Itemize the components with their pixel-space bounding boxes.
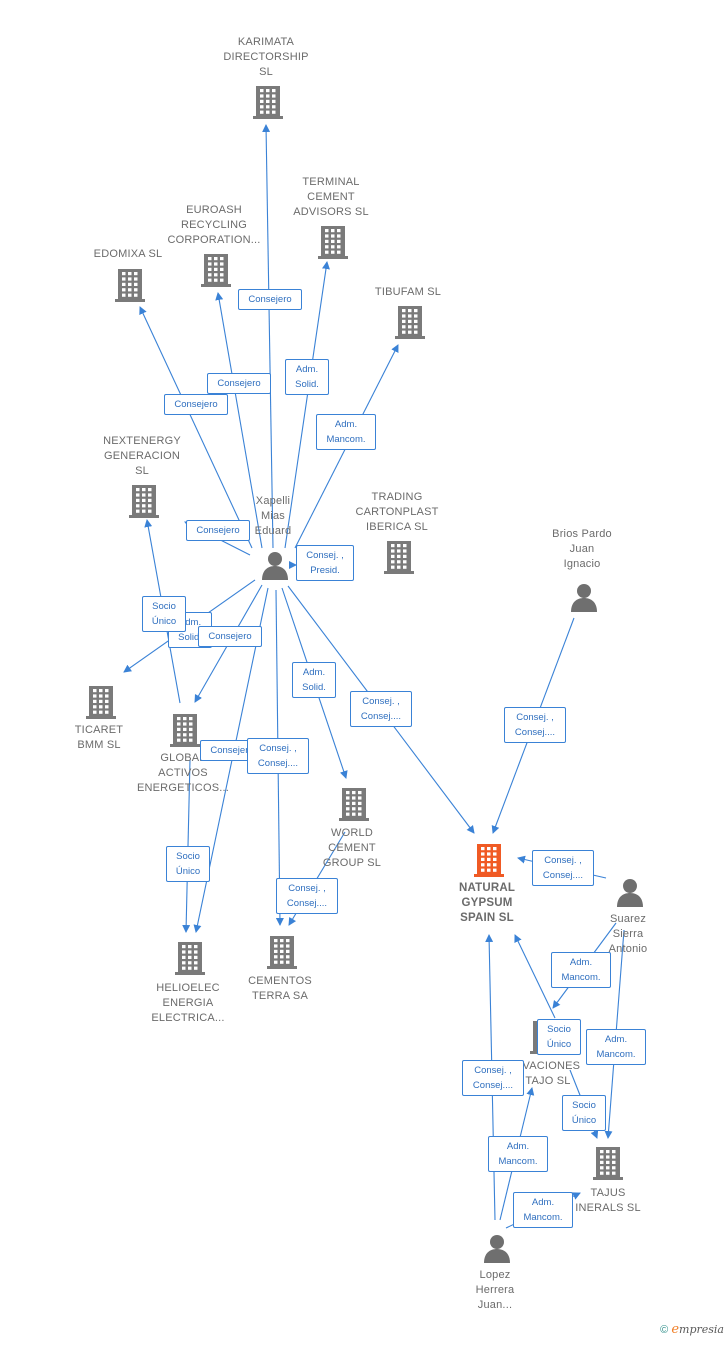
- person-icon-suarez[interactable]: [615, 877, 645, 912]
- node-label-suarez[interactable]: Suarez Sierra Antonio: [608, 913, 648, 955]
- edge-label-world-cementos[interactable]: Consej. , Consej....: [276, 878, 338, 914]
- edge-label-xapelli-karimata[interactable]: Consejero: [238, 289, 302, 310]
- building-icon-helioelec[interactable]: [175, 941, 205, 980]
- edge-xapelli-to-edomixa: [139, 306, 253, 549]
- edge-label-lopez-excavaciones[interactable]: Adm. Mancom.: [488, 1136, 548, 1172]
- brand-name: mpresia: [679, 1323, 724, 1336]
- copyright-symbol: ©: [660, 1324, 669, 1336]
- edge-xapelli-to-euroash: [215, 292, 263, 549]
- node-label-terminal[interactable]: TERMINAL CEMENT ADVISORS SL: [293, 176, 369, 218]
- person-icon-xapelli[interactable]: [260, 550, 290, 585]
- building-icon-edomixa[interactable]: [115, 268, 145, 307]
- edge-label-xapelli-nextenergy[interactable]: Consejero: [186, 520, 250, 541]
- node-label-global[interactable]: GLOBAL ACTIVOS ENERGETICOS...: [136, 752, 230, 794]
- edge-label-brios-natural[interactable]: Consej. , Consej....: [504, 707, 566, 743]
- node-label-karimata[interactable]: KARIMATA DIRECTORSHIP SL: [223, 36, 309, 78]
- edge-label-xapelli-global[interactable]: Consejero: [198, 626, 262, 647]
- building-icon-world[interactable]: [339, 787, 369, 826]
- node-label-trading[interactable]: TRADING CARTONPLAST IBERICA SL: [355, 491, 439, 533]
- edge-label-global-nextenergy[interactable]: Socio Único: [142, 596, 186, 632]
- edge-label-xapelli-euroash[interactable]: Consejero: [207, 373, 271, 394]
- building-icon-trading[interactable]: [384, 540, 414, 579]
- edge-label-xapelli-terminal[interactable]: Adm. Solid.: [285, 359, 329, 395]
- building-icon-ticaret[interactable]: [86, 685, 116, 724]
- node-label-xapelli[interactable]: Xapelli Mias Eduard: [254, 495, 292, 537]
- node-label-tibufam[interactable]: TIBUFAM SL: [374, 286, 442, 298]
- node-label-cementos[interactable]: CEMENTOS TERRA SA: [248, 975, 312, 1002]
- edge-label-suarez-tajus[interactable]: Adm. Mancom.: [586, 1029, 646, 1065]
- node-label-nextenergy[interactable]: NEXTENERGY GENERACION SL: [103, 435, 181, 477]
- building-icon-tajus[interactable]: [593, 1146, 623, 1185]
- node-label-excavaciones[interactable]: AVACIONES TAJO SL: [515, 1060, 581, 1087]
- building-icon-euroash[interactable]: [201, 253, 231, 292]
- edge-label-suarez-natural[interactable]: Consej. , Consej....: [532, 850, 594, 886]
- edge-label-lopez-natural[interactable]: Consej. , Consej....: [462, 1060, 524, 1096]
- edge-label-xapelli-tibufam[interactable]: Adm. Mancom.: [316, 414, 376, 450]
- building-icon-natural[interactable]: [474, 843, 504, 882]
- node-label-brios[interactable]: Brios Pardo Juan Ignacio: [552, 528, 612, 570]
- edge-label-global-helioelec[interactable]: Socio Único: [166, 846, 210, 882]
- node-label-lopez[interactable]: Lopez Herrera Juan...: [475, 1269, 515, 1311]
- edge-label-xapelli-cementos[interactable]: Consej. , Consej....: [247, 738, 309, 774]
- node-label-helioelec[interactable]: HELIOELEC ENERGIA ELECTRICA...: [151, 982, 225, 1024]
- node-label-natural[interactable]: NATURAL GYPSUM SPAIN SL: [458, 882, 516, 924]
- node-label-edomixa[interactable]: EDOMIXA SL: [93, 248, 163, 260]
- edge-label-xapelli-natural[interactable]: Consej. , Consej....: [350, 691, 412, 727]
- edge-label-xapelli-edomixa[interactable]: Consejero: [164, 394, 228, 415]
- edge-label-lopez-tajus[interactable]: Adm. Mancom.: [513, 1192, 573, 1228]
- building-icon-global[interactable]: [170, 713, 200, 752]
- edge-label-xapelli-world[interactable]: Adm. Solid.: [292, 662, 336, 698]
- person-icon-brios[interactable]: [569, 582, 599, 617]
- edge-label-suarez-excavaciones[interactable]: Adm. Mancom.: [551, 952, 611, 988]
- edge-label-excavaciones-natural[interactable]: Socio Único: [537, 1019, 581, 1055]
- node-label-tajus[interactable]: TAJUS INERALS SL: [575, 1187, 641, 1214]
- building-icon-terminal[interactable]: [318, 225, 348, 264]
- empresia-watermark: © empresia: [660, 1322, 724, 1337]
- person-icon-lopez[interactable]: [482, 1233, 512, 1268]
- edge-label-xapelli-trading[interactable]: Consej. , Presid.: [296, 545, 354, 581]
- building-icon-nextenergy[interactable]: [129, 484, 159, 523]
- brand-initial: e: [671, 1322, 680, 1337]
- building-icon-cementos[interactable]: [267, 935, 297, 974]
- edge-xapelli-to-karimata: [262, 124, 274, 549]
- edge-xapelli-to-terminal: [284, 261, 330, 549]
- node-label-world[interactable]: WORLD CEMENT GROUP SL: [322, 827, 382, 869]
- edge-label-excavaciones-tajus[interactable]: Socio Único: [562, 1095, 606, 1131]
- building-icon-tibufam[interactable]: [395, 305, 425, 344]
- node-label-ticaret[interactable]: TICARET BMM SL: [74, 724, 124, 751]
- building-icon-karimata[interactable]: [253, 85, 283, 124]
- edge-excavaciones-to-natural: [514, 934, 556, 1019]
- node-label-euroash[interactable]: EUROASH RECYCLING CORPORATION...: [167, 204, 261, 246]
